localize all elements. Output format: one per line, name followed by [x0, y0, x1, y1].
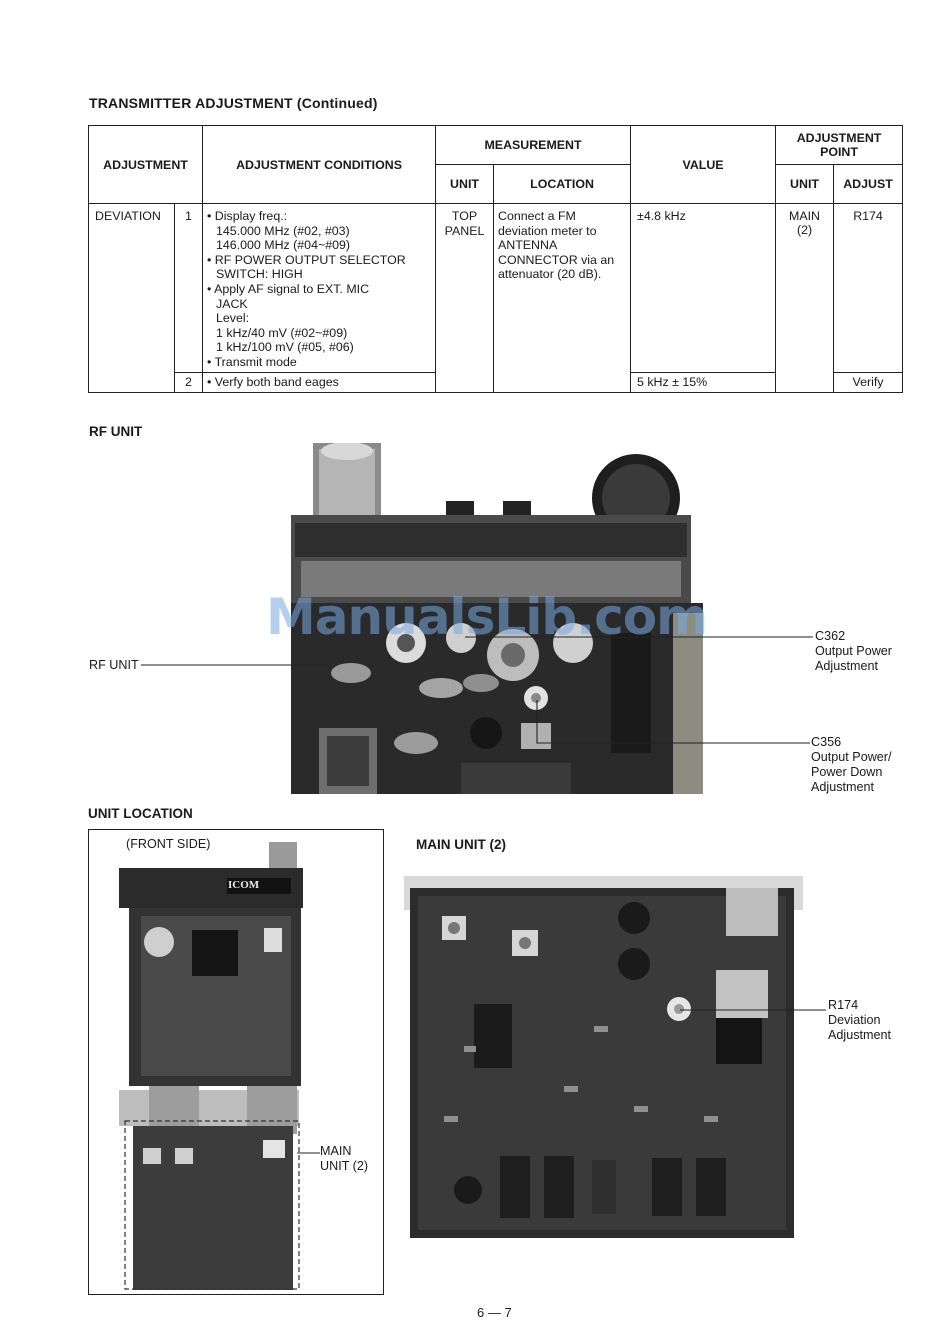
table-row: DEVIATION 1 • Display freq.: 145.000 MHz…: [88, 203, 904, 393]
main-unit-photo: [404, 876, 803, 1251]
icom-logo: ICOM: [228, 879, 260, 891]
leader-c356: [536, 700, 810, 744]
measurement-unit: TOP PANEL: [435, 203, 495, 393]
header-ap-adjust: ADJUST: [833, 164, 904, 204]
header-adjustment-point: ADJUSTMENT POINT: [775, 125, 904, 165]
header-conditions: ADJUSTMENT CONDITIONS: [202, 125, 437, 204]
page-number: 6 — 7: [477, 1305, 512, 1320]
value-cell: ±4.8 kHz: [630, 203, 777, 373]
header-value: VALUE: [630, 125, 777, 204]
watermark: ManualsLib.com: [266, 588, 708, 646]
r174-description: Adjustment: [828, 1028, 891, 1042]
measurement-location: Connect a FM deviation meter to ANTENNA …: [493, 203, 632, 393]
condition-line: • RF POWER OUTPUT SELECTOR: [207, 252, 406, 267]
rf-unit-label: RF UNIT: [89, 658, 139, 672]
r174-label: R174: [828, 998, 859, 1012]
condition-line: SWITCH: HIGH: [216, 267, 303, 282]
c356-description: Output Power/: [811, 750, 892, 764]
front-side-label: (FRONT SIDE): [126, 837, 211, 851]
unit-location-photo: [119, 842, 303, 1290]
header-measurement: MEASUREMENT: [435, 125, 632, 165]
main-unit-title: MAIN UNIT (2): [416, 837, 506, 852]
rf-unit-title: RF UNIT: [89, 424, 143, 439]
c362-description: Adjustment: [815, 659, 878, 673]
rf-unit-photo: [291, 443, 703, 794]
rf-unit-photo-drawing: [291, 443, 703, 794]
condition-line: • Apply AF signal to EXT. MIC: [207, 281, 370, 296]
unit-location-frame: (FRONT SIDE) ICOM MAIN UNIT (2): [88, 829, 384, 1295]
unit-location-title: UNIT LOCATION: [88, 806, 193, 821]
adjustment-name: DEVIATION: [88, 203, 175, 393]
c362-label: C362: [815, 629, 846, 643]
header-measurement-unit: UNIT: [435, 164, 495, 204]
adjustment-point-adjust: R174: [833, 203, 904, 373]
step-number: 2: [173, 371, 204, 393]
page-heading: TRANSMITTER ADJUSTMENT (Continued): [89, 95, 378, 111]
header-adjustment: ADJUSTMENT: [87, 125, 204, 204]
condition-line: • Display freq.:: [207, 209, 288, 223]
condition-line: 146.000 MHz (#04~#09): [216, 238, 350, 253]
adjustment-point-adjust: Verify: [833, 371, 904, 393]
value-cell: 5 kHz ± 15%: [630, 371, 777, 393]
r174-description: Deviation: [828, 1013, 881, 1027]
adjustment-point-unit: MAIN (2): [775, 203, 835, 393]
condition-line: Level:: [216, 311, 250, 326]
condition-line: • Transmit mode: [207, 354, 297, 369]
condition-line: 1 kHz/100 mV (#05, #06): [216, 340, 354, 355]
c356-description: Power Down: [811, 765, 883, 779]
condition-line: 145.000 MHz (#02, #03): [216, 223, 350, 238]
header-measurement-location: LOCATION: [493, 164, 632, 204]
adjustment-table: ADJUSTMENT ADJUSTMENT CONDITIONS MEASURE…: [87, 125, 904, 393]
c362-description: Output Power: [815, 644, 893, 658]
main-unit-location-label: MAIN: [320, 1144, 352, 1158]
condition-line: • Verfy both band eages: [202, 371, 437, 393]
main-unit-photo-drawing: [404, 876, 803, 1238]
table-row: 2 • Verfy both band eages 5 kHz ± 15% Ve…: [89, 371, 904, 393]
condition-line: JACK: [216, 296, 248, 311]
main-unit-location-label: UNIT (2): [320, 1159, 369, 1173]
step-number: 1: [173, 203, 204, 373]
conditions-cell: • Display freq.: 145.000 MHz (#02, #03) …: [202, 203, 437, 373]
c356-description: Adjustment: [811, 780, 874, 794]
condition-line: 1 kHz/40 mV (#02~#09): [216, 325, 348, 340]
c356-label: C356: [811, 735, 842, 749]
